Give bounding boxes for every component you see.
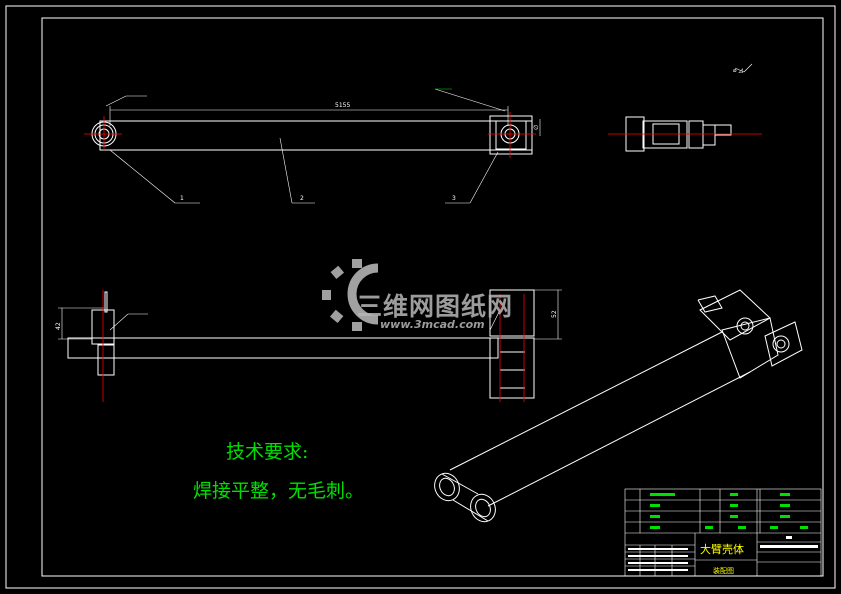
title-block (624, 488, 822, 577)
watermark-gear-icon (347, 263, 379, 325)
watermark-brand: 三维网图纸网 (357, 292, 514, 321)
svg-text:42: 42 (55, 322, 62, 330)
centerlines-front (102, 290, 525, 402)
watermark-gear-teeth (322, 259, 362, 331)
svg-text:5155: 5155 (335, 102, 350, 109)
svg-text:⌀ ◿: ⌀ ◿ (733, 67, 744, 74)
side-view (625, 63, 753, 152)
technical-requirements-title: 技术要求: (226, 441, 309, 463)
front-view (58, 289, 562, 399)
svg-text:∅: ∅ (533, 125, 540, 130)
top-view (91, 88, 541, 204)
centerlines-top (84, 112, 536, 158)
balloon-2: 2 (300, 195, 304, 202)
balloon-3: 3 (452, 195, 456, 202)
balloon-1: 1 (180, 195, 184, 202)
title-block-name: 大臂壳体 (700, 543, 744, 556)
watermark-url: www.3mcad.com (380, 318, 485, 331)
technical-requirements-text: 焊接平整，无毛刺。 (193, 480, 365, 502)
outer-border (5, 5, 836, 589)
isometric-view (434, 289, 803, 523)
title-block-sub: 装配图 (713, 567, 734, 575)
title-block-marks (650, 493, 808, 529)
title-block-smallmarks (628, 536, 818, 571)
drawing-frame (41, 17, 824, 577)
svg-text:52: 52 (551, 310, 558, 318)
